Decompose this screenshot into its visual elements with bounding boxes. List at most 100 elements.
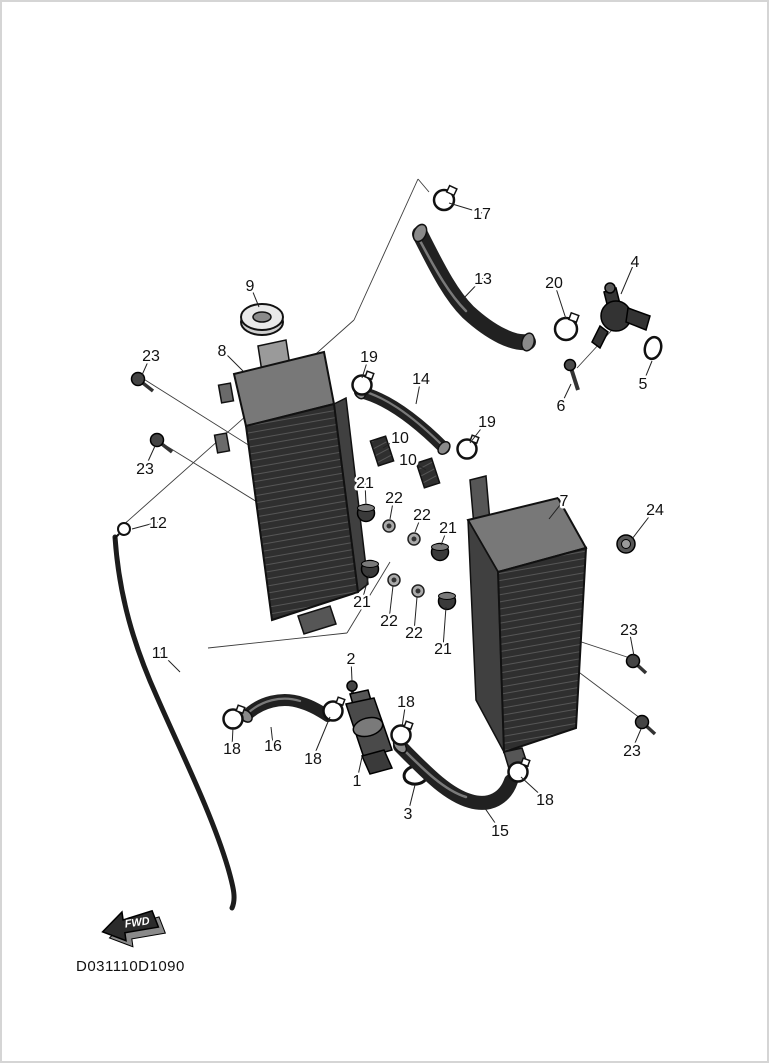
- leader-line-18: [520, 776, 546, 800]
- part-callout-2: 2: [347, 651, 356, 668]
- leader-line-23: [631, 728, 642, 751]
- part-callout-3: 3: [404, 806, 413, 823]
- leader-line-2: [350, 657, 353, 682]
- part-callout-23: 23: [136, 461, 154, 478]
- grommet-21-4: [437, 591, 457, 611]
- leader-line-21: [361, 574, 370, 602]
- leader-line-23: [628, 628, 635, 657]
- grommet-top: [431, 543, 449, 551]
- grommet-top: [361, 560, 379, 568]
- leader-line-19: [469, 420, 488, 444]
- leader-line-21: [364, 481, 367, 506]
- leader-line-10: [407, 458, 427, 471]
- bolt-head: [346, 680, 358, 692]
- leader-line-4: [620, 260, 636, 295]
- clamp-ring: [456, 438, 478, 460]
- clamp-screw: [445, 184, 458, 197]
- hose-end: [521, 332, 535, 352]
- clamp-screw: [469, 434, 480, 445]
- joint-outlet: [625, 306, 651, 332]
- grommet-top: [438, 592, 456, 600]
- fwd-arrow: [101, 909, 160, 942]
- clamp-ring: [351, 374, 373, 396]
- part-callout-23: 23: [620, 622, 638, 639]
- part-callout-10: 10: [399, 452, 417, 469]
- o-ring-5: [643, 335, 663, 361]
- part-callout-9: 9: [246, 278, 255, 295]
- bolt-23-4: [634, 714, 657, 736]
- bolt-6: [563, 358, 580, 391]
- collar-22-4: [411, 584, 425, 598]
- clamp-screw: [520, 757, 531, 768]
- clamp-ring: [432, 188, 456, 212]
- collar-hole: [411, 536, 417, 542]
- radiator-outlet: [297, 605, 337, 635]
- collar-22-2: [407, 532, 421, 546]
- leader-line-21: [442, 606, 447, 649]
- leader-lines: [131, 202, 656, 831]
- construction-line: [417, 178, 430, 193]
- grommet-top: [357, 504, 375, 512]
- part-callout-20: 20: [545, 275, 563, 292]
- hose-clamp-18-4: [507, 757, 531, 783]
- radiator-right-7: [466, 475, 588, 773]
- hose-clamp-18-3: [390, 720, 414, 746]
- collar-hole: [386, 523, 392, 529]
- part-callout-6: 6: [557, 398, 566, 415]
- leader-line-24: [631, 508, 656, 540]
- leader-line-22: [413, 596, 418, 633]
- part-callout-21: 21: [353, 594, 371, 611]
- bolt-head: [634, 714, 650, 730]
- joint-lower-outlet: [591, 324, 609, 350]
- leader-line-23: [144, 445, 156, 469]
- breather-hose-11: [112, 534, 237, 911]
- diagram-code: D031110D1090: [76, 958, 185, 975]
- leader-line-5: [642, 360, 653, 384]
- bolt-head: [149, 432, 165, 448]
- hose-clamp-18-1: [222, 704, 246, 730]
- part-callout-1: 1: [353, 773, 362, 790]
- leader-line-16: [270, 726, 274, 746]
- leader-line-21: [440, 526, 449, 546]
- leader-line-18: [401, 700, 407, 728]
- plate-10-b: [415, 457, 441, 489]
- clip-ring: [117, 522, 131, 536]
- leader-line-22: [414, 513, 423, 533]
- part-callout-22: 22: [405, 625, 423, 642]
- radiator-left-8: [213, 339, 369, 635]
- grommet-21-3: [360, 559, 380, 579]
- cap-center: [252, 311, 272, 323]
- part-callout-21: 21: [356, 475, 374, 492]
- radiator-core: [244, 402, 360, 622]
- part-callout-21: 21: [439, 520, 457, 537]
- leader-line-6: [560, 383, 572, 406]
- hose-clamp-19-left: [351, 370, 375, 396]
- construction-line: [346, 561, 391, 634]
- part-callout-14: 14: [412, 371, 430, 388]
- part-callout-23: 23: [623, 743, 641, 760]
- hose-clamp-18-2: [322, 696, 346, 722]
- clamp-screw: [364, 370, 375, 381]
- part-callout-19: 19: [360, 349, 378, 366]
- leader-line-17: [448, 202, 483, 214]
- part-callout-18: 18: [223, 741, 241, 758]
- fwd-label: FWD: [124, 915, 151, 930]
- collar-hole: [415, 588, 421, 594]
- hose-clip-12: [113, 522, 131, 540]
- clamp-screw: [335, 696, 346, 707]
- collar-22-1: [382, 519, 396, 533]
- leader-line-13: [462, 277, 484, 300]
- hose-body: [240, 694, 334, 722]
- joint-cap-bolt: [604, 282, 616, 294]
- grommet-21-1: [356, 503, 376, 523]
- construction-line: [353, 178, 419, 321]
- bolt-23-1: [130, 371, 155, 393]
- hose-highlight: [246, 697, 302, 715]
- leader-line-8: [221, 349, 244, 372]
- radiator-bracket: [213, 432, 231, 454]
- part-callout-5: 5: [639, 376, 648, 393]
- part-callout-24: 24: [646, 502, 664, 519]
